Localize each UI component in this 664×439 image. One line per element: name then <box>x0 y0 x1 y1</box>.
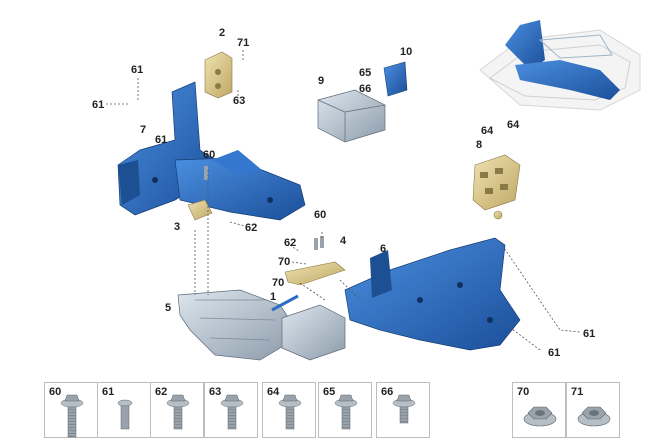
callout-60-lower: 60 <box>314 209 326 221</box>
legend-item-62: 62 <box>150 382 204 438</box>
callout-8: 8 <box>476 139 482 151</box>
callout-1: 1 <box>270 291 276 303</box>
legend-label: 60 <box>49 386 62 398</box>
legend-label: 63 <box>209 386 222 398</box>
legend-label: 62 <box>155 386 168 398</box>
part-1-rod <box>271 294 299 312</box>
flange-nut-icon <box>523 406 557 427</box>
callout-61-top: 61 <box>131 64 143 76</box>
legend-label: 70 <box>517 386 530 398</box>
flange-screw-icon <box>278 394 302 430</box>
callout-70-lower: 70 <box>272 277 284 289</box>
callout-70-upper: 70 <box>278 256 290 268</box>
legend-item-63: 63 <box>204 382 258 438</box>
legend-item-70: 70 <box>512 382 566 438</box>
callout-71: 71 <box>237 37 249 49</box>
hex-nut-icon <box>577 406 611 427</box>
threaded-bolt-icon <box>220 394 244 430</box>
callout-7: 7 <box>140 124 146 136</box>
callout-66: 66 <box>359 83 371 95</box>
callout-5: 5 <box>165 302 171 314</box>
bolt-long-icon <box>60 394 84 438</box>
callout-61-right: 61 <box>583 328 595 340</box>
legend-item-66: 66 <box>376 382 430 438</box>
callout-6: 6 <box>380 243 386 255</box>
flange-bolt-icon <box>166 394 190 430</box>
part-2-bracket <box>204 51 233 99</box>
callout-9: 9 <box>318 75 324 87</box>
part-9-battery-tray <box>317 89 386 143</box>
part-8-bracket <box>472 154 521 220</box>
diagram-canvas: 1 2 3 4 5 6 7 8 9 10 60 60 61 61 61 61 6… <box>92 20 641 361</box>
part-3-plate <box>187 199 213 221</box>
fastener-60-lower <box>314 236 324 250</box>
vehicle-overview-thumbnail <box>479 20 641 111</box>
pin-icon <box>117 399 133 430</box>
part-5-crossmember <box>177 289 291 361</box>
callout-3: 3 <box>174 221 180 233</box>
callout-61-mid: 61 <box>155 134 167 146</box>
legend-item-71: 71 <box>566 382 620 438</box>
callout-63: 63 <box>233 95 245 107</box>
callout-64-left: 64 <box>481 125 494 137</box>
fastener-60-upper <box>204 166 208 180</box>
callout-65: 65 <box>359 67 371 79</box>
tray-assembly <box>281 304 346 361</box>
callout-62-right: 62 <box>284 237 296 249</box>
callout-62-left: 62 <box>245 222 257 234</box>
part-4-bracket <box>284 261 346 286</box>
callout-4: 4 <box>340 235 347 247</box>
callout-61-bottom: 61 <box>548 347 560 359</box>
callout-60-upper: 60 <box>203 149 215 161</box>
legend-item-64: 64 <box>262 382 316 438</box>
callout-64-right: 64 <box>507 119 520 131</box>
washer-bolt-icon <box>334 394 358 430</box>
legend-item-60: 60 <box>44 382 98 438</box>
legend-item-65: 65 <box>318 382 372 438</box>
legend-label: 64 <box>267 386 280 398</box>
callout-10: 10 <box>400 46 412 58</box>
part-10-bracket <box>383 61 408 97</box>
legend-label: 71 <box>571 386 584 398</box>
callout-61-left: 61 <box>92 99 104 111</box>
legend-label: 61 <box>102 386 115 398</box>
legend-label: 65 <box>323 386 336 398</box>
part-6-front-rail-right <box>344 237 521 351</box>
legend-label: 66 <box>381 386 394 398</box>
callout-2: 2 <box>219 27 225 39</box>
short-flange-bolt-icon <box>392 394 416 424</box>
legend-item-61: 61 <box>97 382 151 438</box>
leader-lines <box>106 50 581 351</box>
